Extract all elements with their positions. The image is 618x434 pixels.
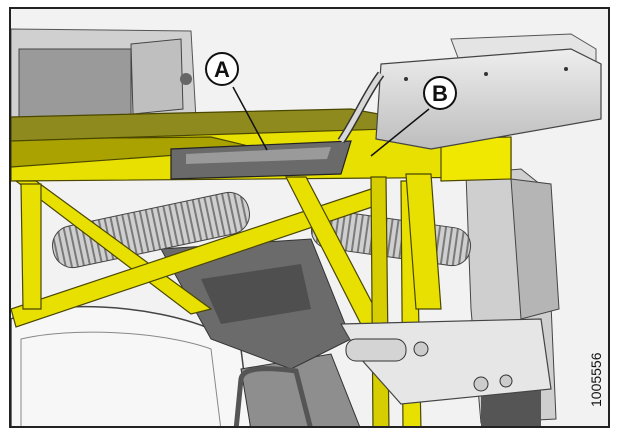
callout-b: B bbox=[370, 76, 457, 157]
callout-a-label: A bbox=[214, 57, 230, 82]
mounting-bracket bbox=[339, 318, 552, 405]
callout-a: A bbox=[205, 52, 268, 151]
step-platform bbox=[170, 71, 385, 180]
illustration-frame: A B 1005556 bbox=[9, 7, 610, 428]
callout-b-label: B bbox=[432, 81, 448, 106]
technical-illustration: A B 1005556 bbox=[11, 9, 608, 426]
cover-panel bbox=[375, 48, 602, 150]
handle-rail bbox=[233, 366, 313, 426]
figure-number: 1005556 bbox=[588, 352, 604, 407]
